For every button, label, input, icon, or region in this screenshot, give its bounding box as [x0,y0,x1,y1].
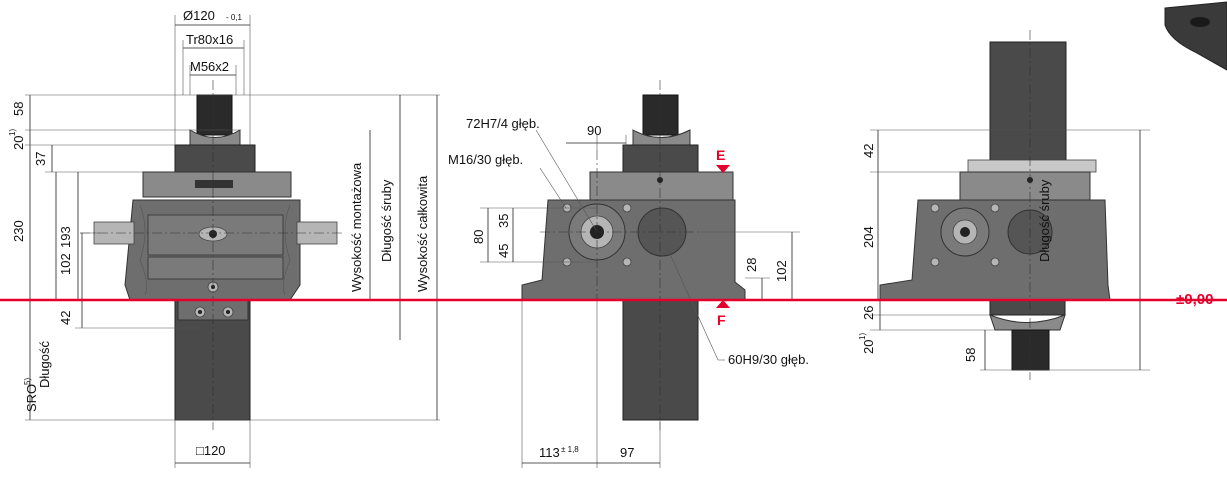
mid-hole-72: 72H7/4 głęb. [466,116,540,131]
left-dia-main: Ø120 [183,8,215,23]
mid-dim-35: 35 [496,214,511,228]
right-dim-26: 26 [861,306,876,320]
mid-dim-45: 45 [496,244,511,258]
mid-dim-102: 102 [774,260,789,282]
left-dim-193: 193 [58,226,73,248]
right-gearbox [879,199,1111,301]
left-dia-tol: - 0,1 [226,13,243,22]
mid-gearbox [521,199,746,301]
right-label-screw-length: Długość śruby [1037,179,1052,262]
right-dim-42: 42 [861,144,876,158]
right-view: Długość śruby 42 204 26 20 1) 58 [858,30,1150,380]
mid-dim-113: 113 [539,445,560,460]
right-note-1: 1) [858,333,867,340]
product-photo-fragment [1164,1,1227,71]
left-screw-top [196,94,233,136]
left-dim-20: 20 [11,136,26,150]
right-screw-bottom [1011,329,1050,371]
reference-level: ±0,00 [1176,291,1213,308]
left-label-sro: SRO [24,384,39,412]
marker-f-arrow [716,300,730,308]
left-label-total-height: Wysokość całkowita [415,175,430,292]
right-upper-tube [989,41,1067,173]
left-view: Ø120 - 0,1 Tr80x16 M56x2 58 20 1) 37 230… [8,8,440,468]
left-upper-nut [174,144,256,174]
mid-dim-28: 28 [744,258,759,272]
mid-upper-housing [589,171,734,201]
right-dim-58: 58 [963,348,978,362]
left-label-mount-height: Wysokość montażowa [349,162,364,292]
left-dim-102: 102 [58,253,73,275]
mid-dim-90: 90 [587,123,601,138]
middle-view: E F 72H7/4 głęb. 90 M16/30 głęb. 80 35 4… [448,80,809,468]
right-dim-20: 20 [861,340,876,354]
left-label-screw-length: Długość śruby [379,179,394,262]
mid-upper-nut [622,144,699,174]
marker-f: F [717,312,726,328]
left-thread-m: M56x2 [190,59,229,74]
mid-dim-80: 80 [471,230,486,244]
left-label-dlugosc: Długość [37,341,52,388]
right-dim-204: 204 [861,226,876,248]
marker-e: E [716,147,725,163]
mid-hole-m16: M16/30 głęb. [448,152,523,167]
left-note-5: 5) [23,378,32,385]
left-note-1: 1) [8,129,17,136]
left-thread-tr: Tr80x16 [186,32,233,47]
left-square-120: □120 [196,443,226,458]
right-upper-housing [959,171,1091,201]
mid-screw-top [642,94,679,136]
left-dim-58: 58 [11,102,26,116]
left-dim-42: 42 [58,311,73,325]
mid-dim-113-tol: ± 1,8 [561,445,579,454]
left-dim-37: 37 [33,152,48,166]
marker-e-arrow [716,165,730,173]
left-dim-230: 230 [11,220,26,242]
mid-dim-97: 97 [620,445,634,460]
mid-hole-60: 60H9/30 głęb. [728,352,809,367]
mid-lower-tube [622,299,699,421]
